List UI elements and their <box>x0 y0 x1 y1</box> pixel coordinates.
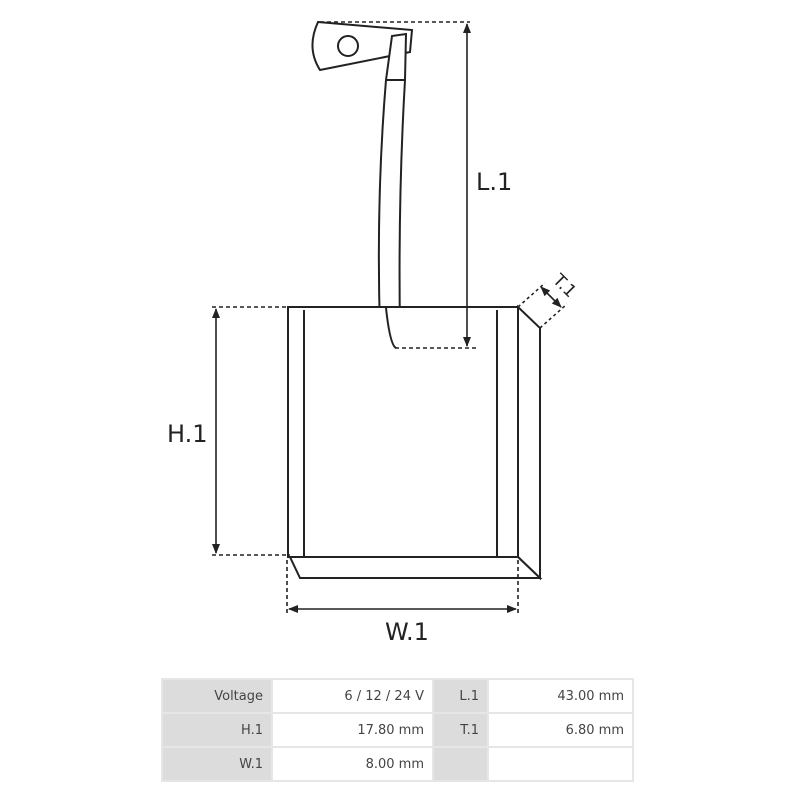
dimension-h1 <box>212 306 318 556</box>
dimension-l1 <box>320 21 476 349</box>
label-l1: L.1 <box>476 168 512 196</box>
table-row: W.1 8.00 mm <box>163 748 632 780</box>
dimension-t1 <box>517 282 568 329</box>
label-t1: T.1 <box>548 270 580 302</box>
spec-label: H.1 <box>163 714 271 746</box>
spec-value: 6.80 mm <box>489 714 632 746</box>
table-row: Voltage 6 / 12 / 24 V L.1 43.00 mm <box>163 680 632 712</box>
spec-value <box>489 748 632 780</box>
lead-wire <box>377 32 408 350</box>
spec-label: Voltage <box>163 680 271 712</box>
spec-value: 43.00 mm <box>489 680 632 712</box>
label-w1: W.1 <box>385 618 429 646</box>
spec-label: T.1 <box>434 714 487 746</box>
spec-label: L.1 <box>434 680 487 712</box>
spec-label <box>434 748 487 780</box>
carbon-brush-diagram: L.1 H.1 W.1 T.1 <box>167 20 580 646</box>
spec-value: 17.80 mm <box>273 714 432 746</box>
brush-block <box>287 304 543 581</box>
dimension-w1 <box>286 560 519 616</box>
spec-value: 6 / 12 / 24 V <box>273 680 432 712</box>
spec-value: 8.00 mm <box>273 748 432 780</box>
specs-table: Voltage 6 / 12 / 24 V L.1 43.00 mm H.1 1… <box>161 678 634 782</box>
spec-label: W.1 <box>163 748 271 780</box>
label-h1: H.1 <box>167 420 208 448</box>
table-row: H.1 17.80 mm T.1 6.80 mm <box>163 714 632 746</box>
